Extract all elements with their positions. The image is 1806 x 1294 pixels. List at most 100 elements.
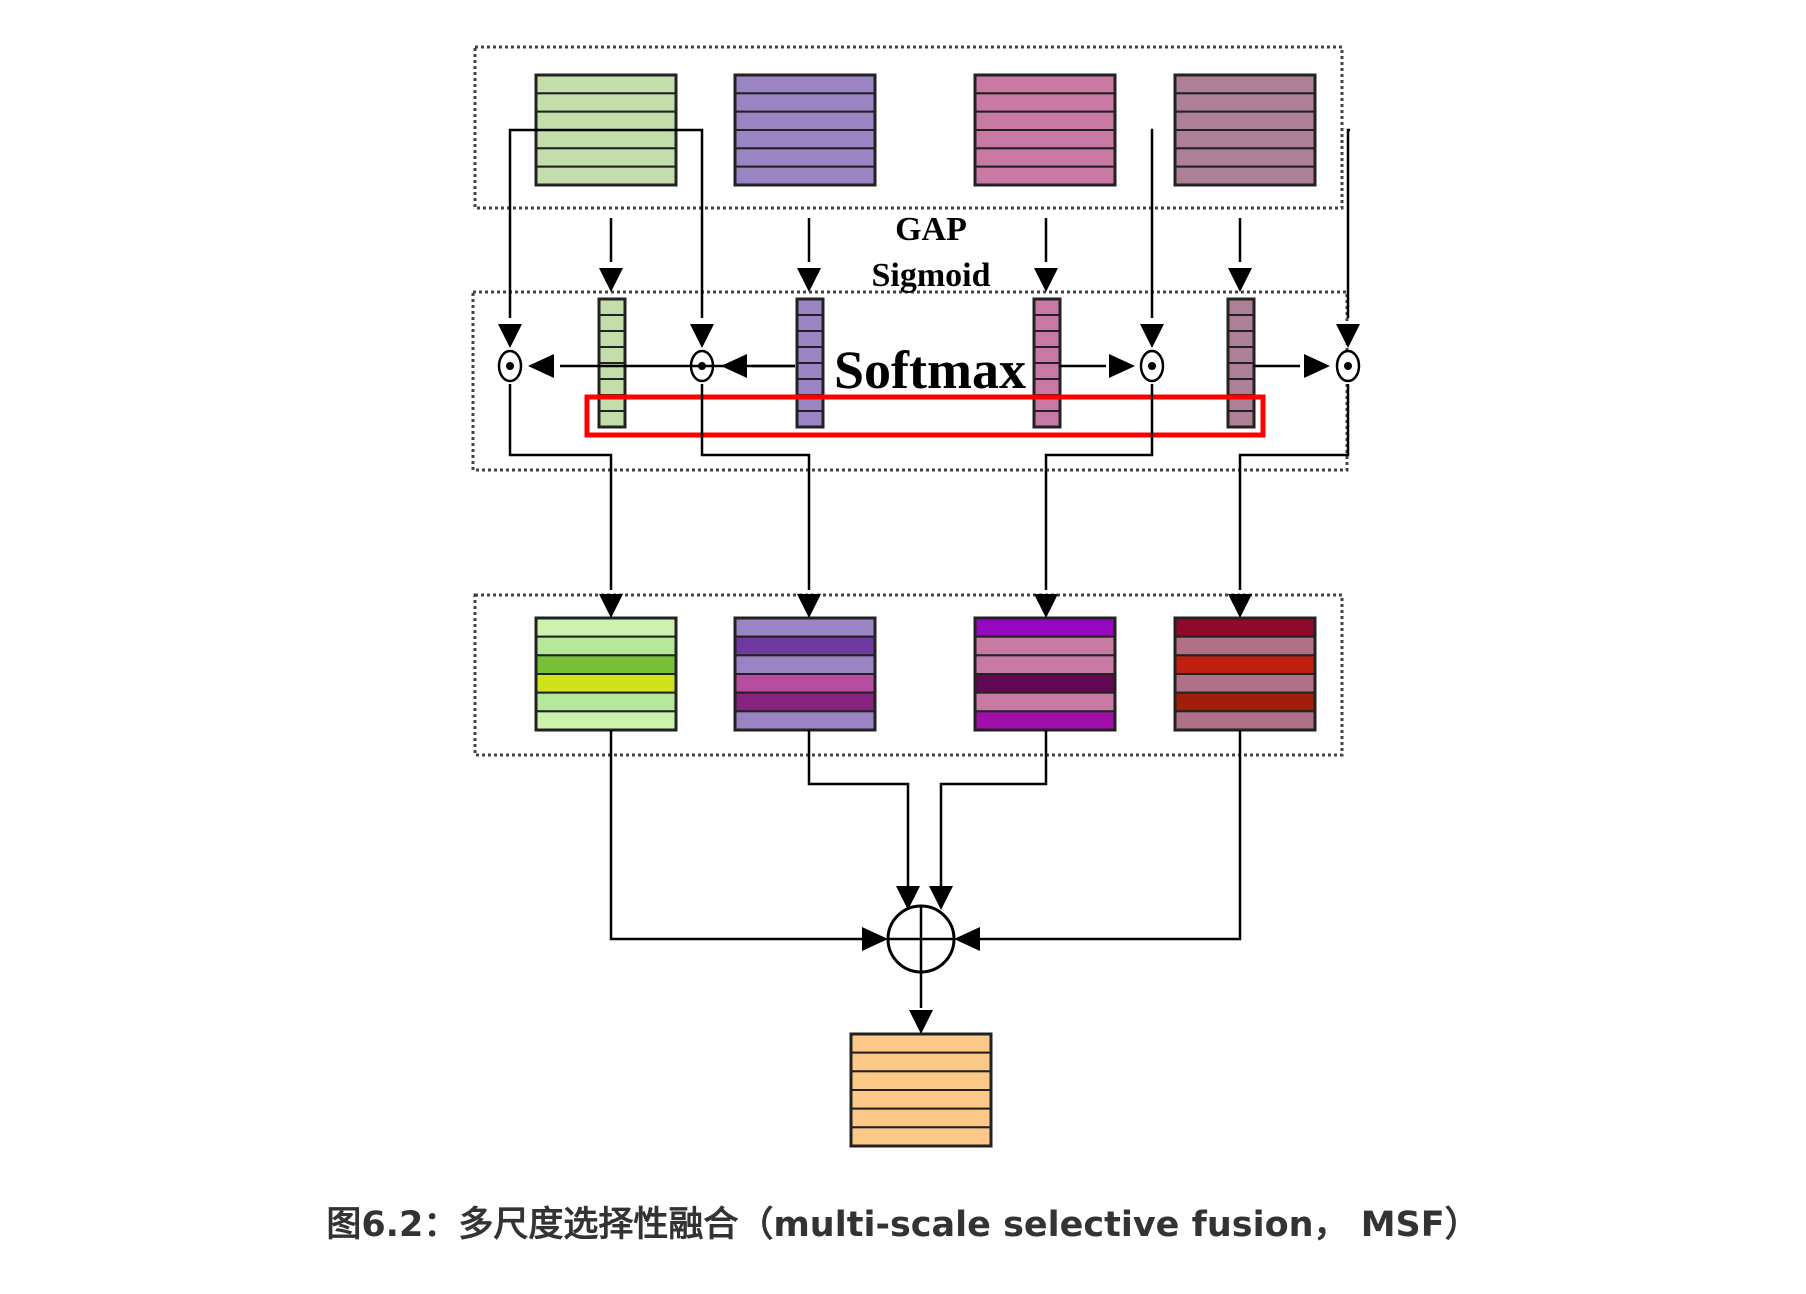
fused-feature-map-stripe [974, 617, 1116, 638]
input-feature-map-stripe [1174, 74, 1316, 95]
fused-feature-map-stripe [734, 710, 876, 731]
input-feature-map-stripe [974, 92, 1116, 113]
figure-caption: 图6.2：多尺度选择性融合（multi-scale selective fusi… [326, 1205, 1480, 1245]
attention-vector [597, 297, 627, 429]
attention-vector-stripe [1033, 362, 1061, 380]
arrowhead [721, 354, 747, 378]
fused-feature-map-stripe [974, 691, 1116, 713]
fused-feature-map-stripe [535, 710, 677, 731]
attention-vector-stripe [796, 378, 824, 396]
input-feature-map [973, 73, 1117, 187]
attention-vector-stripe [598, 410, 626, 428]
arrowhead [1228, 268, 1252, 292]
result-feature-map-stripe [850, 1070, 992, 1092]
input-feature-map-stripe [535, 129, 677, 150]
result-feature-map-stripe [850, 1107, 992, 1129]
input-feature-map-stripe [974, 110, 1116, 131]
attention-vector-stripe [796, 346, 824, 364]
result-feature-map-stripe [850, 1089, 992, 1110]
input-feature-map-stripe [1174, 165, 1316, 187]
input-feature-map-stripe [1174, 110, 1316, 131]
input-feature-map-stripe [1174, 129, 1316, 150]
fused-feature-map-stripe [734, 691, 876, 713]
attention-vector-stripe [598, 378, 626, 396]
fused-feature-map-stripe [1174, 635, 1316, 657]
input-feature-map-stripe [974, 165, 1116, 187]
fused-feature-map [534, 616, 678, 732]
fused-feature-map-stripe [734, 635, 876, 657]
attention-vector-stripe [1227, 346, 1255, 364]
attention-vector [795, 297, 825, 429]
arrowhead [690, 324, 714, 348]
arrowhead [528, 354, 554, 378]
input-feature-map-stripe [734, 92, 876, 113]
attention-vector-stripe [796, 314, 824, 332]
arrowhead [1034, 594, 1058, 618]
fused-feature-map-stripe [974, 635, 1116, 657]
result-feature-map-stripe [850, 1033, 992, 1054]
attention-vector-stripe [598, 314, 626, 332]
arrowhead [1034, 268, 1058, 292]
input-feature-map-stripe [734, 110, 876, 131]
input-feature-map-stripe [535, 74, 677, 95]
arrowhead [909, 1010, 933, 1034]
attention-vector-stripe [796, 330, 824, 348]
result-feature-map-stripe [850, 1126, 992, 1148]
input-feature-map-stripe [734, 165, 876, 187]
fused-feature-map-stripe [535, 617, 677, 638]
dashed-group-box [473, 593, 1344, 757]
input-feature-map-stripe [535, 92, 677, 113]
input-feature-map-stripe [535, 147, 677, 168]
input-feature-map-stripe [974, 74, 1116, 95]
arrowhead [797, 268, 821, 292]
softmax-label: Softmax [834, 340, 1026, 400]
attention-vector-stripe [1227, 410, 1255, 428]
arrowhead [1304, 354, 1330, 378]
arrowhead [797, 594, 821, 618]
fused-feature-map [733, 616, 877, 732]
arrowhead [599, 268, 623, 292]
fused-feature-map-stripe [535, 635, 677, 657]
result-feature-map-stripe [850, 1051, 992, 1073]
arrowhead [929, 886, 953, 910]
attention-vector-stripe [598, 298, 626, 316]
attention-vector-stripe [1033, 346, 1061, 364]
attention-vector-stripe [1033, 410, 1061, 428]
input-feature-map-stripe [734, 129, 876, 150]
dashed-group-box [473, 45, 1344, 210]
fused-feature-map-stripe [734, 673, 876, 694]
hadamard-dot [1148, 362, 1156, 370]
fused-feature-map-stripe [974, 710, 1116, 731]
attention-vector [1226, 297, 1256, 429]
attention-vector-stripe [1033, 298, 1061, 316]
input-feature-map-stripe [1174, 92, 1316, 113]
fused-feature-map-stripe [1174, 654, 1316, 675]
input-feature-map-stripe [734, 74, 876, 95]
input-feature-map-stripe [734, 147, 876, 168]
arrowhead [954, 927, 980, 951]
attention-vector-stripe [796, 410, 824, 428]
arrowhead [1109, 354, 1135, 378]
attention-vector-stripe [598, 346, 626, 364]
input-feature-map [733, 73, 877, 187]
fused-feature-map-stripe [734, 617, 876, 638]
fused-feature-map-stripe [1174, 691, 1316, 713]
arrowhead [1336, 324, 1360, 348]
gap-label: GAP [895, 211, 967, 248]
fused-feature-map-stripe [734, 654, 876, 675]
fused-feature-map-stripe [1174, 710, 1316, 731]
fused-feature-map-stripe [1174, 673, 1316, 694]
attention-vector-stripe [796, 298, 824, 316]
fused-feature-map-stripe [535, 691, 677, 713]
attention-vector-stripe [1227, 330, 1255, 348]
softmax-highlight-box [584, 394, 1266, 438]
fused-feature-map-stripe [1174, 617, 1316, 638]
attention-vector-stripe [1033, 314, 1061, 332]
hadamard-dot [506, 362, 514, 370]
fused-feature-map-stripe [535, 654, 677, 675]
sigmoid-label: Sigmoid [871, 257, 990, 294]
arrowhead [896, 886, 920, 910]
attention-vector-stripe [1033, 378, 1061, 396]
attention-vector-stripe [1227, 362, 1255, 380]
